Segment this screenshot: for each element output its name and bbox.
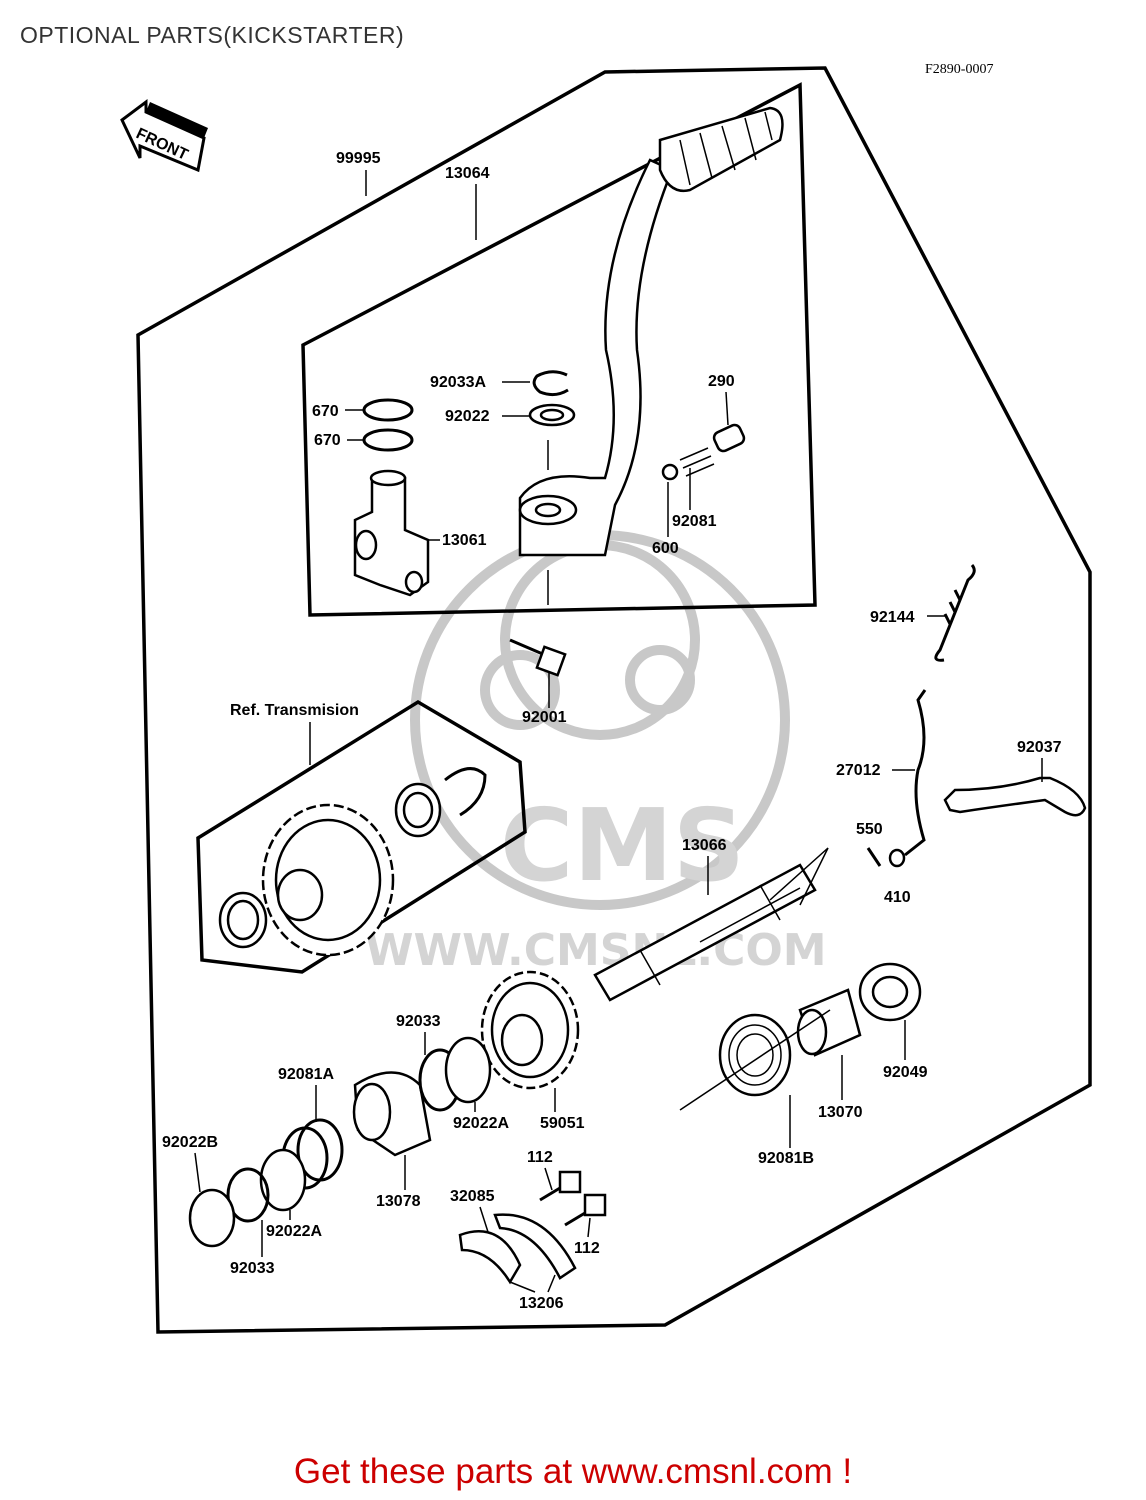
label-92144: 92144 [870,609,915,626]
label-290: 290 [708,373,735,390]
ref-transmission-label: Ref. Transmision [230,702,359,719]
label-92081a: 92081A [278,1066,334,1083]
o-ring-670-b [362,428,414,452]
transmission-gear [218,767,487,957]
label-112-top: 112 [527,1149,553,1166]
washer-92022a-mid [444,1036,492,1104]
label-27012: 27012 [836,762,881,779]
label-92022a-low: 92022A [266,1223,322,1240]
spring-ball-set [661,423,746,481]
label-32085: 32085 [450,1188,495,1205]
washer-410 [888,848,906,868]
ratchet-13078 [352,1071,432,1157]
collar-13070 [796,988,862,1057]
label-13206: 13206 [519,1295,564,1312]
label-13070: 13070 [818,1104,863,1121]
label-13064: 13064 [445,165,490,182]
bracket-92037 [943,776,1087,817]
label-59051: 59051 [540,1115,585,1132]
figure-code: F2890-0007 [925,62,993,77]
label-13061: 13061 [442,532,487,549]
label-670-b: 670 [314,432,341,449]
label-13078: 13078 [376,1193,421,1210]
label-112-low: 112 [574,1240,600,1257]
label-550: 550 [856,821,883,838]
transmission-outline [196,699,527,974]
bolt-112-top [539,1170,582,1202]
kick-gear-59051 [480,970,580,1090]
bolt-112-low [564,1193,607,1227]
circlip-92033a [532,370,569,397]
label-92049: 92049 [883,1064,928,1081]
pedal-outline [301,82,817,617]
label-99995: 99995 [336,150,381,167]
label-92033-low: 92033 [230,1260,275,1277]
label-92081b: 92081B [758,1150,814,1167]
label-92081: 92081 [672,513,717,530]
label-92022b: 92022B [162,1134,218,1151]
label-670-a: 670 [312,403,339,420]
front-arrow-icon: FRONT [120,99,208,173]
page-title: OPTIONAL PARTS(KICKSTARTER) [20,22,405,48]
screw-550 [866,847,882,867]
kick-pedal-arm [518,106,784,557]
o-ring-670-a [362,398,414,422]
label-92037: 92037 [1017,739,1062,756]
assembly-outline [136,66,1092,1334]
label-92033a: 92033A [430,374,486,391]
exploded-parts-diagram: CMS WWW.CMSNL.COM F2890-0007 FRONT [120,62,1092,1334]
label-92001: 92001 [522,709,567,726]
label-92033-top: 92033 [396,1013,441,1030]
label-92022a-mid: 92022A [453,1115,509,1132]
circlip-92033-low [226,1167,270,1223]
washer-92022a-low [259,1148,307,1212]
footer-promo-link[interactable]: Get these parts at www.cmsnl.com ! [293,1452,853,1491]
watermark-brand: CMS [500,787,745,904]
kick-boss-13061 [353,469,430,597]
bolt-92001 [509,638,567,677]
spring-92144 [934,564,976,662]
watermark-url: WWW.CMSNL.COM [365,925,827,976]
label-600: 600 [652,540,679,557]
label-410: 410 [884,889,911,906]
kick-shaft-13066 [593,847,829,1002]
guide-13206 [458,1213,577,1285]
washer-92022b [188,1188,236,1248]
rod-27012 [904,689,927,857]
spring-92081b [679,1009,831,1111]
label-92022: 92022 [445,408,490,425]
label-13066: 13066 [682,837,727,854]
